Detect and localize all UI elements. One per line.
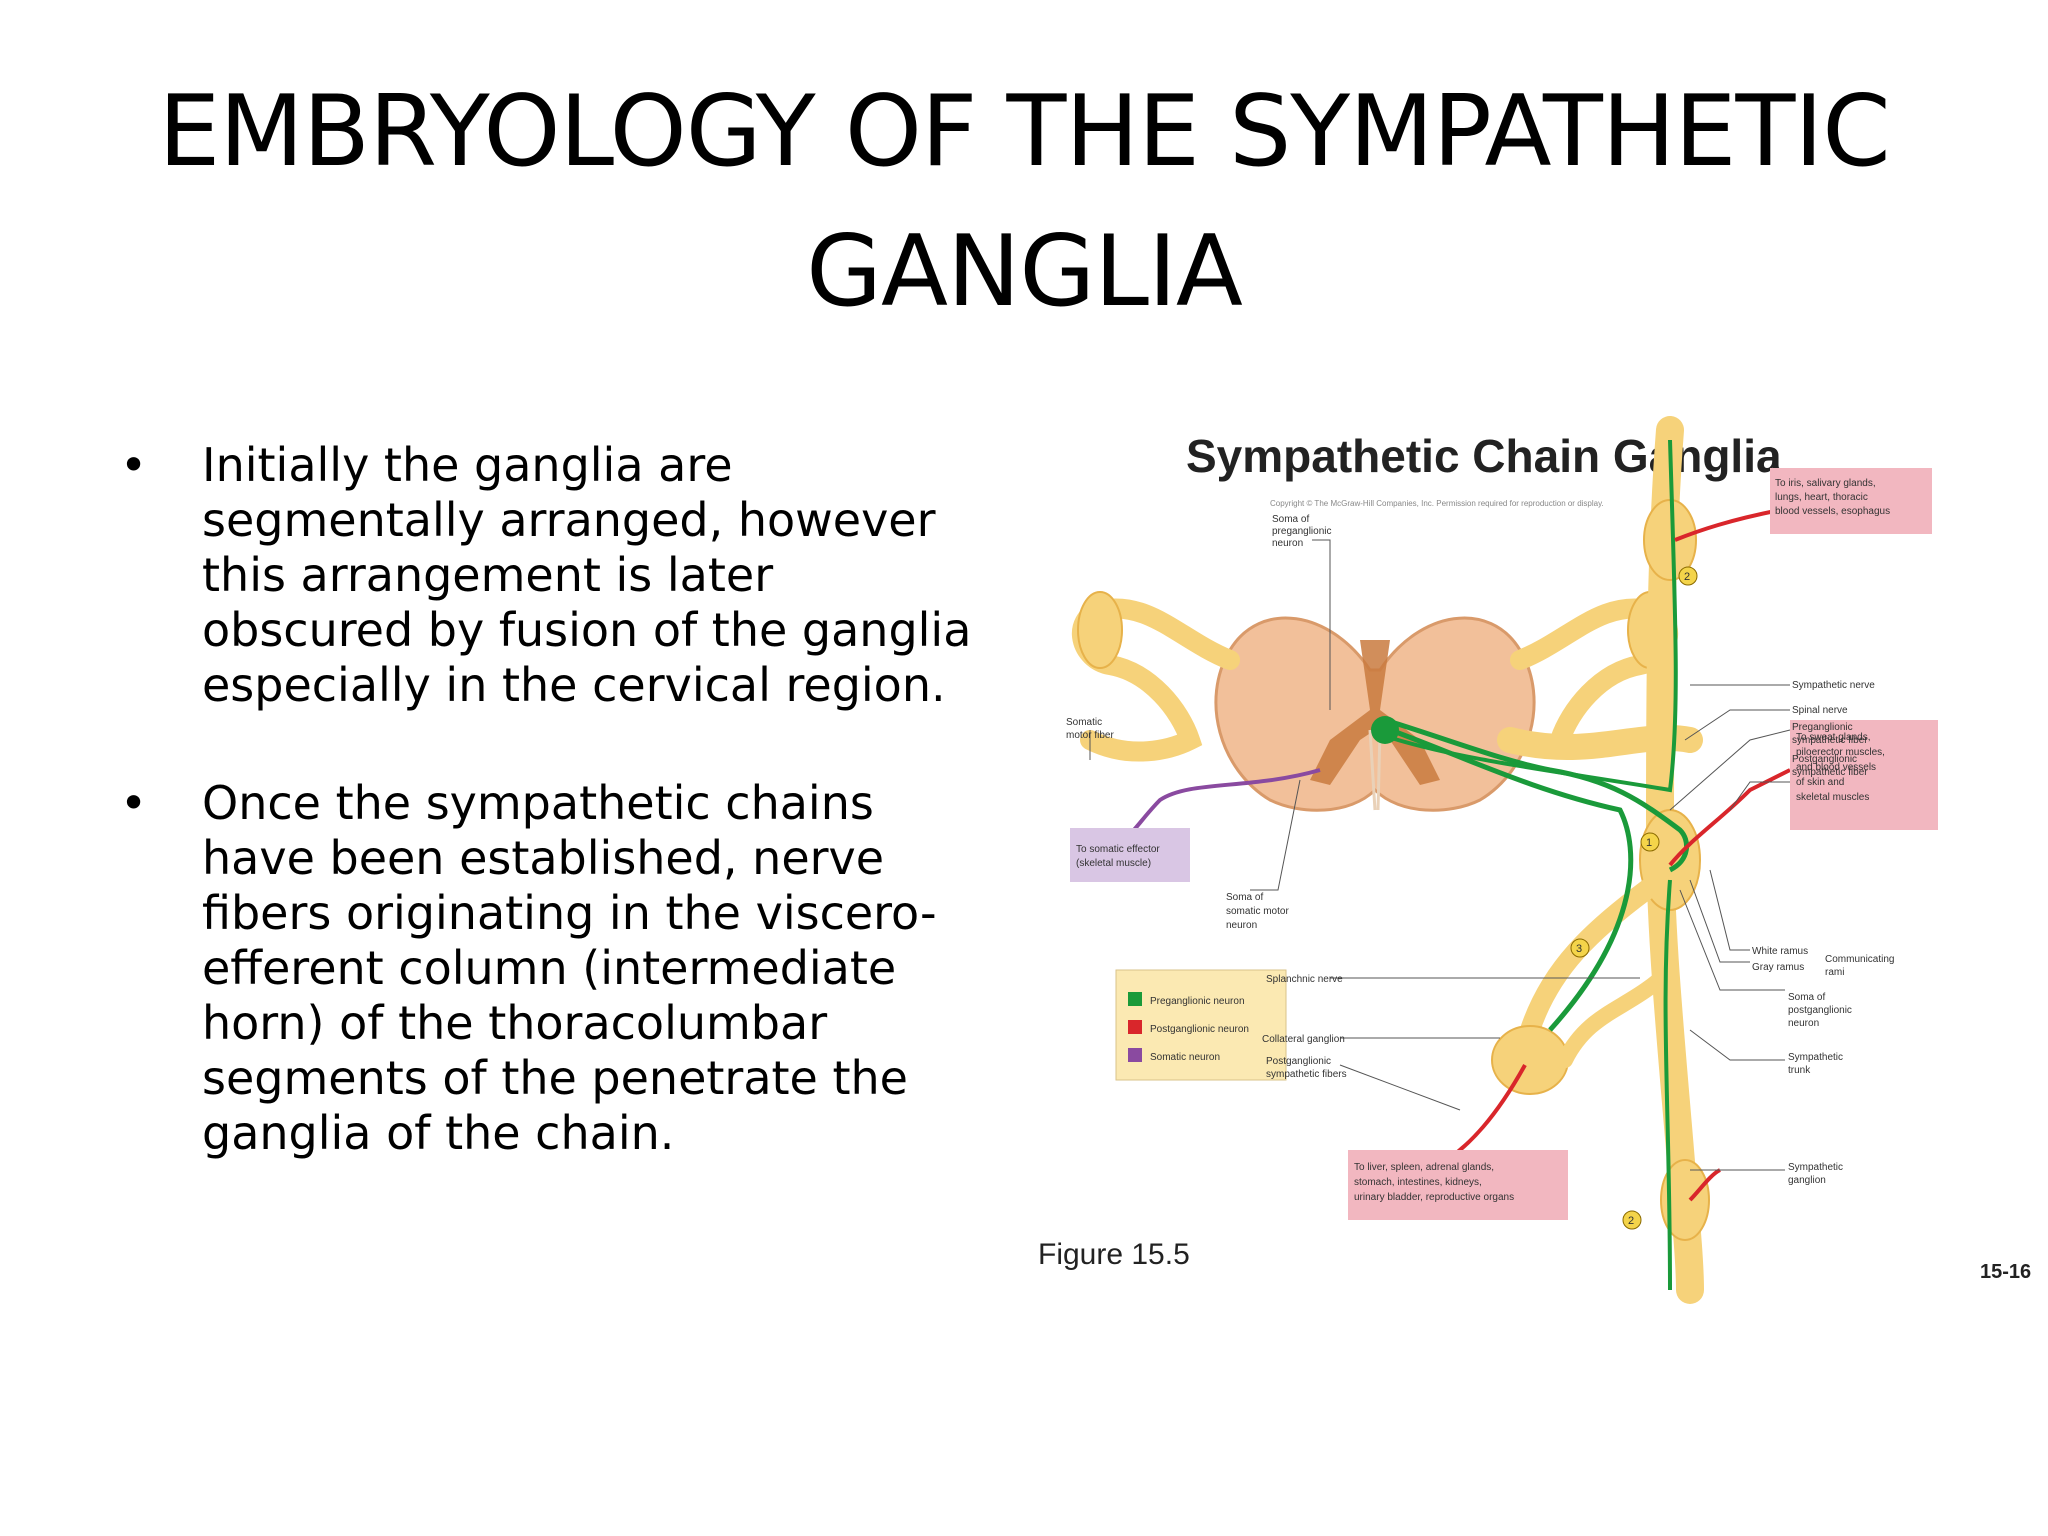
bullet-item-1: • Initially the ganglia are segmentally … [120,438,980,713]
label-somatic-motor-1: Somatic [1066,717,1102,728]
figure-copyright: Copyright © The McGraw-Hill Companies, I… [1270,499,1604,508]
bullet-line: especially in the cervical region. [202,658,946,712]
label-target-top-3: blood vessels, esophagus [1775,506,1890,517]
target-box-bottom [1348,1150,1568,1220]
marker-2a: 2 [1684,571,1690,583]
nerve-roots [1072,416,1710,1304]
legend-label: Somatic neuron [1150,1052,1220,1063]
label-post-fiber-1: Postganglionic [1792,754,1857,765]
marker-2b: 2 [1628,1215,1634,1227]
legend-label: Postganglionic neuron [1150,1024,1249,1035]
legend-swatch-preganglionic [1128,992,1142,1006]
bullet-line: Once the sympathetic chains [202,776,874,830]
label-soma-pre-1: Soma of [1272,514,1309,525]
figure-title: Sympathetic Chain Ganglia [1186,430,1782,482]
bullet-line: segmentally arranged, however [202,493,936,547]
label-pre-fiber-2: sympathetic fiber [1792,735,1868,746]
label-target-mid-5: skeletal muscles [1796,792,1869,803]
label-soma-somatic-3: neuron [1226,920,1257,931]
label-comm-rami-1: Communicating [1825,954,1894,965]
bullet-line: fibers originating in the viscero- [202,886,937,940]
bullet-line: segments of the penetrate the [202,1051,908,1105]
label-target-top-1: To iris, salivary glands, [1775,478,1876,489]
bullet-item-2: • Once the sympathetic chains have been … [120,776,980,1161]
label-soma-post-1: Soma of [1788,992,1825,1003]
label-comm-rami-2: rami [1825,967,1844,978]
legend-label: Preganglionic neuron [1150,996,1245,1007]
label-soma-post-3: neuron [1788,1018,1819,1029]
slide-title-line-1: EMBRYOLOGY OF THE SYMPATHETIC [158,75,1890,189]
legend-swatch-somatic [1128,1048,1142,1062]
fiber-paths [1109,439,1791,1291]
bullet-line: Initially the ganglia are [202,438,733,492]
label-target-top-2: lungs, heart, thoracic [1775,492,1868,503]
legend: Preganglionic neuron Postganglionic neur… [1115,969,1287,1081]
label-post-fibers-1: Postganglionic [1266,1056,1331,1067]
label-ganglion-1: Sympathetic [1788,1162,1843,1173]
label-target-bot-3: urinary bladder, reproductive organs [1354,1192,1514,1203]
label-target-mid-1: To sweat glands, [1796,732,1871,743]
effector-box [1070,828,1190,882]
spinal-cord [1214,616,1536,812]
sympathetic-chain-figure: Sympathetic Chain Ganglia Copyright © Th… [1038,416,2031,1304]
bullet-line: have been established, nerve [202,831,885,885]
label-somatic-motor-2: motor fiber [1066,730,1114,741]
target-box-top [1770,468,1932,534]
label-effector-1: To somatic effector [1076,844,1160,855]
leader-lines [1089,539,1791,1171]
label-splanchnic-nerve: Splanchnic nerve [1266,974,1343,985]
bullet-list: • Initially the ganglia are segmentally … [120,438,980,1161]
label-soma-somatic-1: Soma of [1226,892,1263,903]
label-soma-pre-3: neuron [1272,538,1303,549]
label-trunk-1: Sympathetic [1788,1052,1843,1063]
slide-title: EMBRYOLOGY OF THE SYMPATHETIC GANGLIA [0,62,2048,342]
label-target-bot-2: stomach, intestines, kidneys, [1354,1177,1482,1188]
label-spinal-nerve: Spinal nerve [1792,705,1848,716]
bullet-marker: • [120,438,148,492]
label-soma-pre-2: preganglionic [1272,526,1332,537]
label-ganglion-2: ganglion [1788,1175,1826,1186]
label-sympathetic-nerve: Sympathetic nerve [1792,680,1875,691]
slide-title-line-2: GANGLIA [806,215,1243,329]
label-post-fiber-2: sympathetic fiber [1792,767,1868,778]
bullet-line: horn) of the thoracolumbar [202,996,828,1050]
figure-caption: Figure 15.5 [1038,1238,1190,1271]
bullet-marker: • [120,776,148,830]
marker-3: 3 [1576,943,1582,955]
label-pre-fiber-1: Preganglionic [1792,722,1853,733]
label-trunk-2: trunk [1788,1065,1811,1076]
label-collateral-ganglion: Collateral ganglion [1262,1034,1345,1045]
label-soma-somatic-2: somatic motor [1226,906,1289,917]
bullet-line: ganglia of the chain. [202,1106,675,1160]
bullet-line: this arrangement is later [202,548,774,602]
label-soma-post-2: postganglionic [1788,1005,1852,1016]
label-post-fibers-2: sympathetic fibers [1266,1069,1347,1080]
label-target-mid-4: of skin and [1796,777,1844,788]
marker-1: 1 [1646,837,1652,849]
step-markers: 2 1 3 2 [1570,566,1698,1230]
label-target-mid-3: and blood vessels [1796,762,1876,773]
label-effector-2: (skeletal muscle) [1076,858,1151,869]
page-number: 15-16 [1980,1261,2031,1283]
bullet-line: efferent column (intermediate [202,941,897,995]
target-box-mid [1790,720,1938,830]
legend-swatch-postganglionic [1128,1020,1142,1034]
bullet-line: obscured by fusion of the ganglia [202,603,972,657]
label-gray-ramus: Gray ramus [1752,962,1804,973]
label-target-mid-2: piloerector muscles, [1796,747,1885,758]
label-target-bot-1: To liver, spleen, adrenal glands, [1354,1162,1494,1173]
label-white-ramus: White ramus [1752,946,1808,957]
